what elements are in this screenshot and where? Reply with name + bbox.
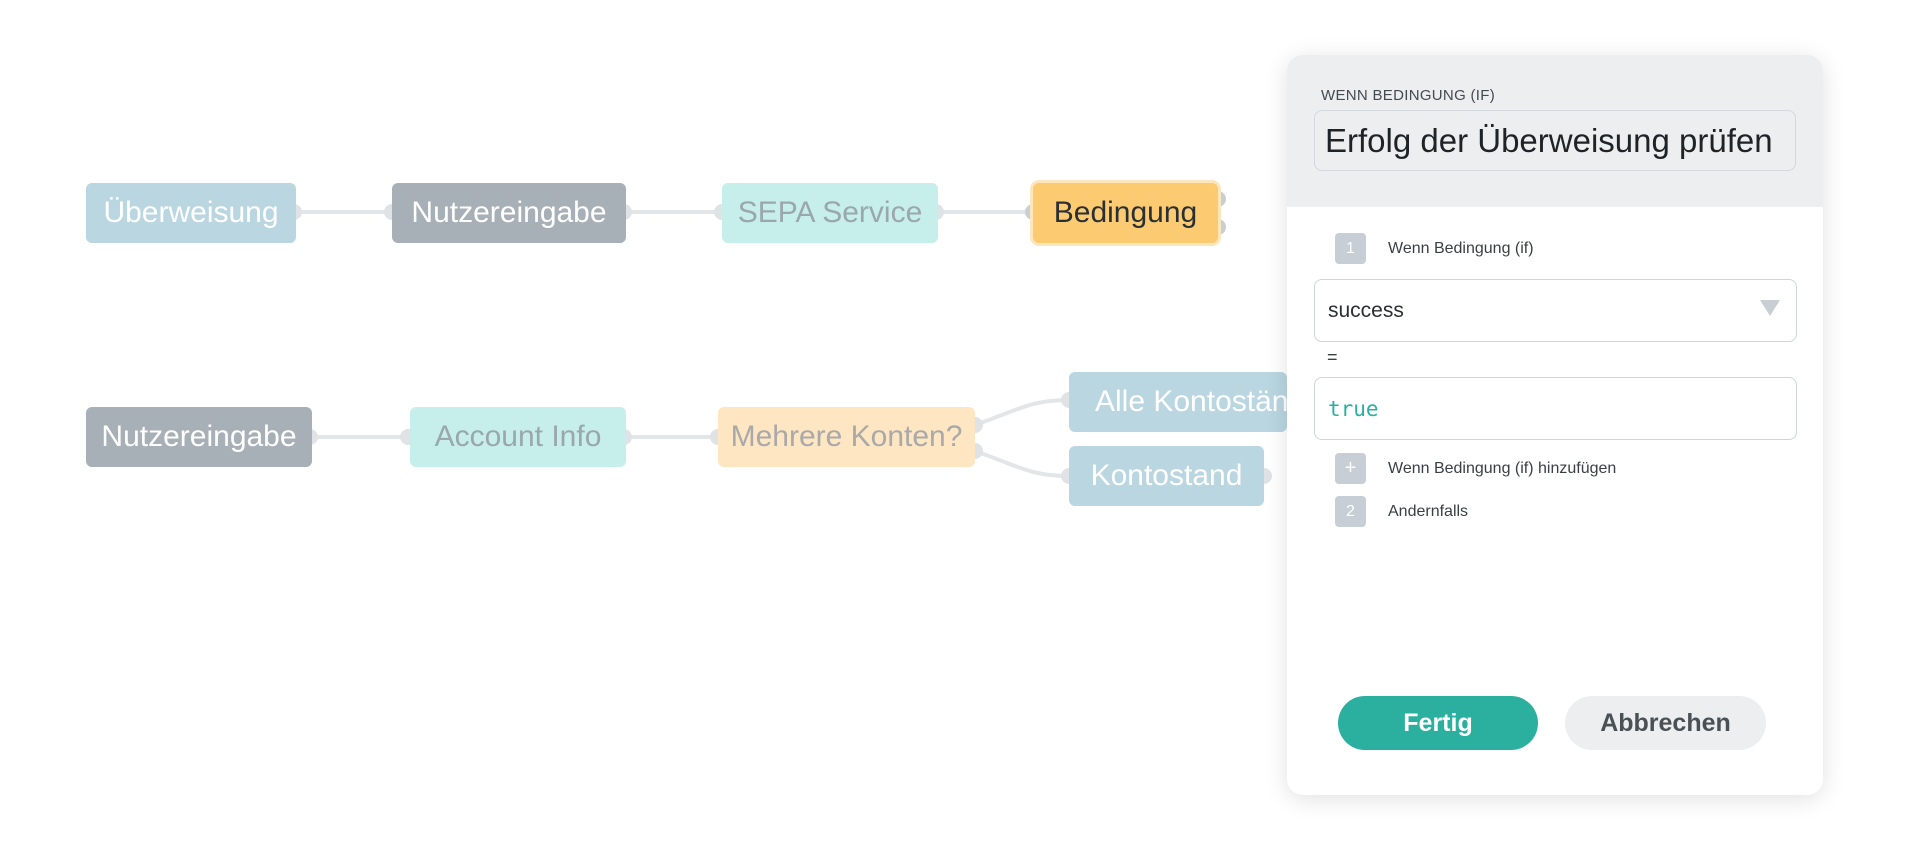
node-alle-kontostaende[interactable]: Alle Kontostände xyxy=(1069,372,1287,432)
node-mehrere-konten[interactable]: Mehrere Konten? xyxy=(718,407,975,467)
done-button[interactable]: Fertig xyxy=(1338,696,1538,750)
variable-select[interactable]: success xyxy=(1314,279,1797,342)
condition-label: Wenn Bedingung (if) xyxy=(1388,240,1534,257)
condition-number-badge: 1 xyxy=(1335,233,1366,264)
node-nutzereingabe[interactable]: Nutzereingabe xyxy=(392,183,626,243)
condition-title-input[interactable]: Erfolg der Überweisung prüfen xyxy=(1314,110,1796,171)
panel-header-label: WENN BEDINGUNG (IF) xyxy=(1321,87,1496,104)
node-kontostand[interactable]: Kontostand xyxy=(1069,446,1264,506)
node-nutzereingabe-2[interactable]: Nutzereingabe xyxy=(86,407,312,467)
dropdown-arrow-icon xyxy=(1760,300,1780,316)
add-condition-link[interactable]: Wenn Bedingung (if) hinzufügen xyxy=(1388,460,1617,477)
panel-header: WENN BEDINGUNG (IF) Erfolg der Überweisu… xyxy=(1287,55,1823,207)
else-label: Andernfalls xyxy=(1388,503,1469,520)
node-sepa-service[interactable]: SEPA Service xyxy=(722,183,938,243)
cancel-button[interactable]: Abbrechen xyxy=(1565,696,1766,750)
variable-select-value: success xyxy=(1328,298,1404,322)
node-bedingung[interactable]: Bedingung xyxy=(1033,183,1218,243)
compare-value-input[interactable]: true xyxy=(1314,377,1797,440)
add-condition-icon[interactable]: + xyxy=(1335,453,1366,484)
connector xyxy=(974,398,1070,427)
else-number-badge: 2 xyxy=(1335,496,1366,527)
node-account-info[interactable]: Account Info xyxy=(410,407,626,467)
connector xyxy=(974,449,1070,478)
node-ueberweisung[interactable]: Überweisung xyxy=(86,183,296,243)
operator-label: = xyxy=(1327,347,1338,367)
condition-panel: WENN BEDINGUNG (IF) Erfolg der Überweisu… xyxy=(1287,55,1823,795)
